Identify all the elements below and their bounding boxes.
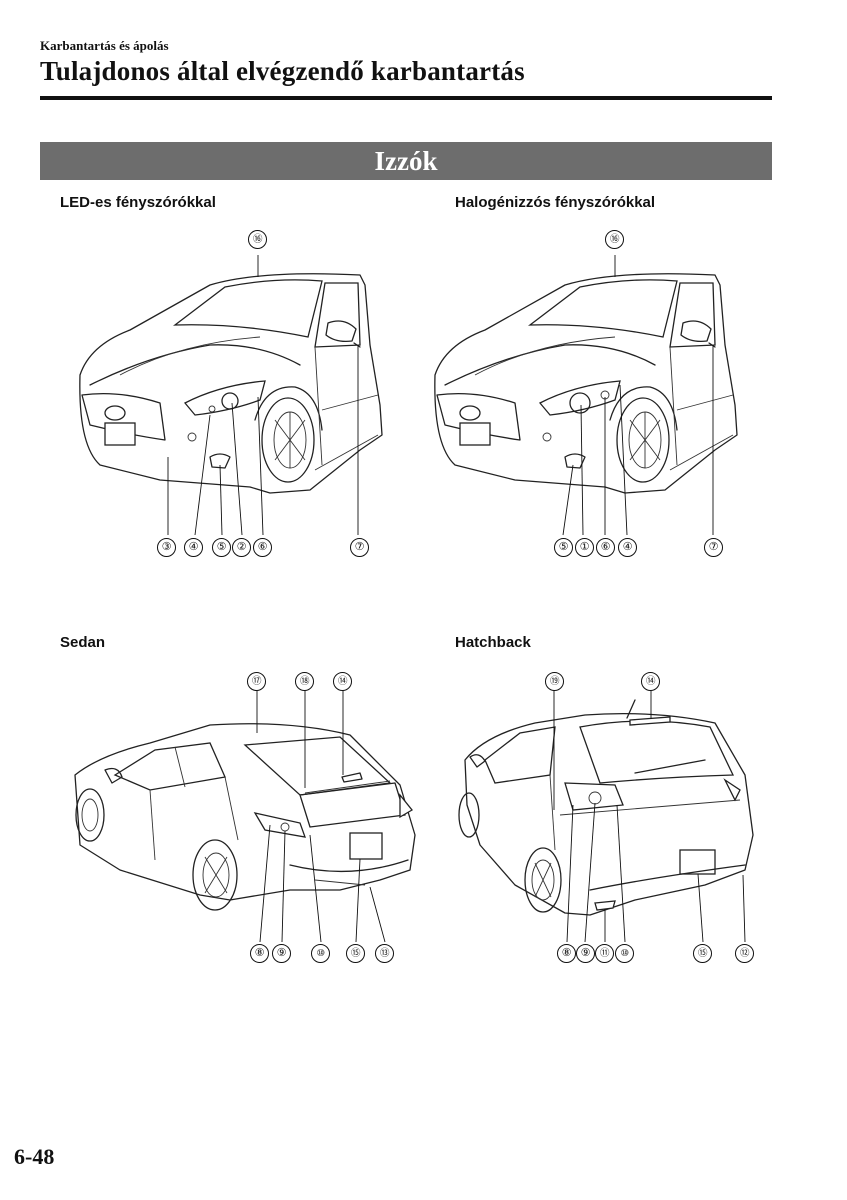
callout-9: ⑨	[576, 944, 595, 963]
callout-10: ⑩	[615, 944, 634, 963]
callout-6: ⑥	[253, 538, 272, 557]
callout-5: ⑤	[554, 538, 573, 557]
callout-1: ①	[575, 538, 594, 557]
callout-13: ⑬	[375, 944, 394, 963]
callout-9: ⑨	[272, 944, 291, 963]
figure-caption-sedan: Sedan	[60, 634, 106, 651]
car-front-led-illustration	[79, 255, 383, 536]
figure-caption-halogen: Halogénizzós fényszórókkal	[455, 194, 656, 211]
callout-19: ⑲	[545, 672, 564, 691]
breadcrumb: Karbantartás és ápolás	[40, 38, 169, 53]
section-title: Izzók	[374, 145, 438, 176]
callout-4: ④	[184, 538, 203, 557]
callout-3: ③	[157, 538, 176, 557]
callout-5: ⑤	[212, 538, 231, 557]
callout-15: ⑮	[346, 944, 365, 963]
callout-12: ⑫	[735, 944, 754, 963]
callout-14: ⑭	[641, 672, 660, 691]
figure-caption-led: LED-es fényszórókkal	[60, 194, 216, 211]
callout-11: ⑪	[595, 944, 614, 963]
car-rear-sedan-illustration	[74, 690, 416, 943]
callout-7: ⑦	[704, 538, 723, 557]
callout-4: ④	[618, 538, 637, 557]
figure-caption-hatchback: Hatchback	[455, 634, 531, 651]
callout-8: ⑧	[557, 944, 576, 963]
section-header: Izzók	[40, 142, 772, 180]
title-rule	[40, 96, 772, 100]
page-number: 6-48	[14, 1144, 55, 1169]
car-rear-hatchback-illustration	[458, 690, 754, 943]
callout-8: ⑧	[250, 944, 269, 963]
page-title: Tulajdonos által elvégzendő karbantartás	[40, 56, 525, 86]
callout-6: ⑥	[596, 538, 615, 557]
callout-10: ⑩	[311, 944, 330, 963]
callout-16: ⑯	[248, 230, 267, 249]
callout-18: ⑱	[295, 672, 314, 691]
callout-15: ⑮	[693, 944, 712, 963]
callout-2: ②	[232, 538, 251, 557]
callout-16: ⑯	[605, 230, 624, 249]
callout-17: ⑰	[247, 672, 266, 691]
callout-14: ⑭	[333, 672, 352, 691]
car-front-halogen-illustration	[434, 255, 738, 536]
callout-7: ⑦	[350, 538, 369, 557]
